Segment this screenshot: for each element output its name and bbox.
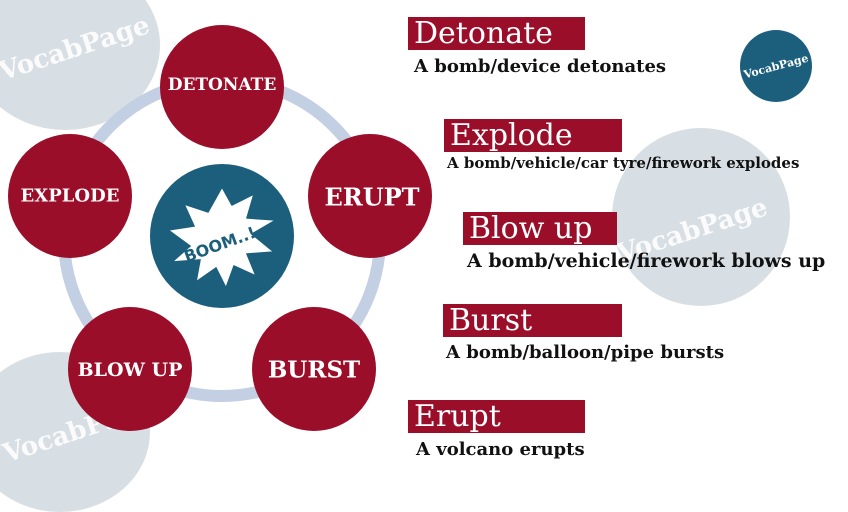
node-label-burst: BURST (267, 356, 361, 384)
node-erupt (308, 134, 432, 258)
node-burst (252, 307, 376, 431)
term-explode: Explode (444, 119, 622, 152)
node-explode (8, 134, 132, 258)
description-blow-up: A bomb/vehicle/firework blows up (467, 250, 826, 272)
vocabpage-logo: VocabPage (740, 30, 812, 102)
node-detonate (160, 25, 284, 149)
term-burst: Burst (443, 304, 622, 337)
cycle-diagram: BOOM..! (8, 25, 432, 431)
description-explode: A bomb/vehicle/car tyre/firework explode… (447, 154, 800, 172)
node-blow-up (68, 307, 192, 431)
term-detonate: Detonate (408, 17, 585, 50)
term-blow-up: Blow up (463, 212, 617, 245)
node-label-explode: EXPLODE (20, 185, 120, 207)
term-erupt: Erupt (408, 400, 585, 433)
node-label-detonate: DETONATE (167, 75, 277, 95)
logo-text: VocabPage (742, 51, 810, 81)
description-detonate: A bomb/device detonates (414, 56, 667, 77)
boom-starburst-icon (166, 185, 279, 290)
node-label-erupt: ERUPT (324, 182, 420, 212)
description-erupt: A volcano erupts (416, 439, 585, 460)
description-burst: A bomb/balloon/pipe bursts (446, 342, 725, 363)
watermark-circle-right (612, 128, 790, 306)
node-label-blow-up: BLOW UP (77, 359, 183, 381)
